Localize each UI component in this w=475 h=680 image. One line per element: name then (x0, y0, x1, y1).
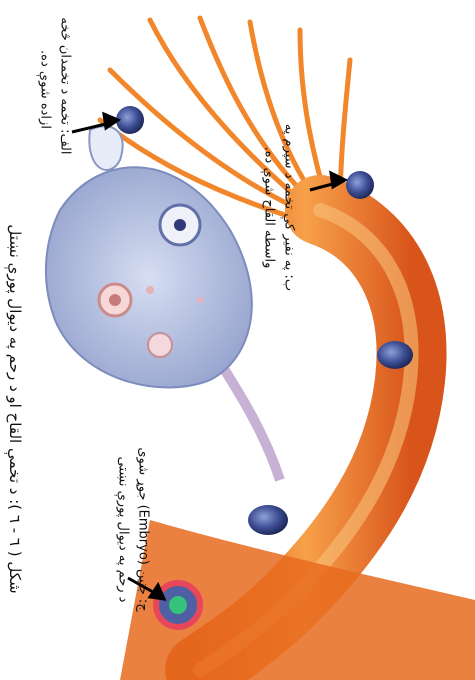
label-jim-line1: ج: جنین (Embryo) جوړ شوی (133, 445, 153, 615)
implanted-embryo (156, 583, 200, 627)
label-be-line2: واسطه القاح شوې ده. (260, 123, 280, 293)
label-jim: ج: جنین (Embryo) جوړ شوی د رحم په دیوال … (114, 445, 153, 615)
dividing-cell (377, 341, 413, 369)
label-jim-line2: د رحم په دیوال پورې نښتی (114, 445, 134, 615)
morula (248, 505, 288, 535)
label-be: ب: په نفیر کې تخمه د سپرم په واسطه القاح… (260, 123, 299, 293)
label-be-line1: ب: په نفیر کې تخمه د سپرم په (279, 123, 299, 293)
label-alif-line2: ازاده شوې ده. (36, 25, 56, 155)
label-alif: الف: تخمه د تخمدان څخه ازاده شوې ده. (36, 25, 75, 155)
label-alif-line1: الف: تخمه د تخمدان څخه (55, 25, 75, 155)
fertilized-egg (346, 171, 374, 199)
figure-caption: شکل ( ٦ - ٦ ): د تخمې القاح او د رحم په … (6, 189, 24, 629)
